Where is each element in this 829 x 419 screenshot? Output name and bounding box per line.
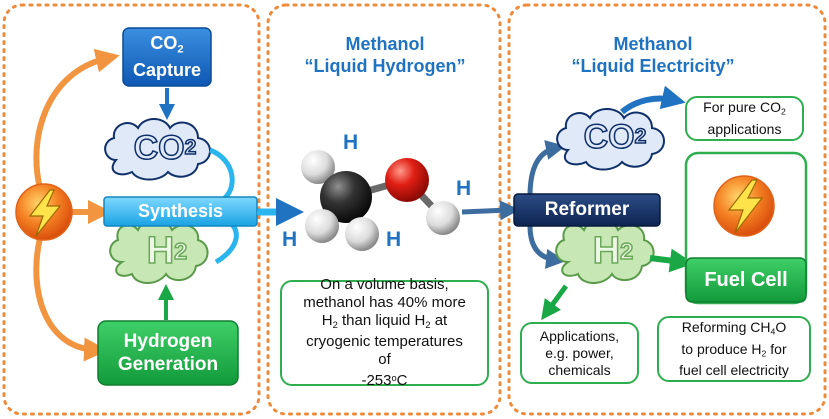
right-title-line2: “Liquid Electricity” xyxy=(571,56,735,76)
note-line3: H2 than liquid H2 at xyxy=(321,311,448,330)
liquid-hydrogen-note: On a volume basis, methanol has 40% more… xyxy=(280,276,489,389)
note-line4: cryogenic temperatures xyxy=(306,333,463,351)
orange-arrow-down xyxy=(33,237,108,362)
pure-co2-line1: For pure CO2 xyxy=(703,99,786,117)
co2-capture-box xyxy=(122,27,212,87)
synthesis-bar xyxy=(103,196,258,227)
fuel-cell-lightning-icon xyxy=(713,175,775,237)
middle-title-line2: “Liquid Hydrogen” xyxy=(304,56,466,76)
reforming-line3: fuel cell electricity xyxy=(679,362,789,379)
fuel-cell-label: Fuel Cell xyxy=(704,268,788,291)
h2-to-applications-arrow xyxy=(541,284,569,321)
applications-note: Applications, e.g. power, chemicals xyxy=(520,322,639,384)
reforming-line2: to produce H2 for xyxy=(681,340,787,359)
orange-arrow-up xyxy=(33,48,120,189)
reformer-label: Reformer xyxy=(544,199,630,220)
note-line1: On a volume basis, xyxy=(320,275,449,293)
pure-co2-applications-note: For pure CO2 applications xyxy=(685,96,804,141)
fuel-cell-box xyxy=(685,257,807,303)
co2-cloud-right xyxy=(556,108,665,171)
reformer-box xyxy=(513,193,661,227)
co2-cloud-left xyxy=(104,118,211,181)
molecule-to-reformer-arrow xyxy=(461,200,520,221)
note-line5: of-253oC xyxy=(361,351,408,390)
atom-label-h-left: H xyxy=(282,228,298,251)
h2-cloud-right xyxy=(555,218,655,284)
atom-label-h-top: H xyxy=(343,131,359,154)
atom-label-h-bottom: H xyxy=(386,228,402,251)
co2-capture-line1: CO2 xyxy=(150,32,184,56)
hydrogen-generation-label: Hydrogen Generation xyxy=(98,321,238,385)
h2-cloud-left xyxy=(109,218,209,284)
synthesis-label: Synthesis xyxy=(137,201,224,221)
right-panel-title: Methanol “Liquid Electricity” xyxy=(548,33,758,77)
co2-to-synthesis-line xyxy=(208,147,235,203)
note-line2: methanol has 40% more xyxy=(303,293,466,311)
lightning-icon xyxy=(15,183,73,241)
h2-to-fuel-cell-arrow xyxy=(649,248,694,273)
hydrogen-generation-line1: Hydrogen xyxy=(123,331,213,352)
methanol-molecule-icon xyxy=(301,150,460,251)
co2-capture-line2: Capture xyxy=(132,60,201,81)
atom-label-h-right: H xyxy=(456,177,472,200)
right-title-line1: Methanol xyxy=(613,34,693,54)
pure-co2-line2: applications xyxy=(707,120,782,137)
reformer-to-h2-arrow xyxy=(527,225,566,269)
reforming-note: Reforming CH4O to produce H2 for fuel ce… xyxy=(657,316,811,382)
co2-capture-label: CO2 Capture xyxy=(123,28,211,86)
middle-panel-title: Methanol “Liquid Hydrogen” xyxy=(290,33,480,77)
applications-line3: chemicals xyxy=(548,361,611,378)
reformer-to-co2-arrow xyxy=(527,140,566,197)
middle-title-line1: Methanol xyxy=(345,34,425,54)
panel-right xyxy=(507,3,827,416)
hydrogen-generation-line2: Generation xyxy=(117,354,219,375)
applications-line2: e.g. power, xyxy=(545,344,614,361)
reforming-line1: Reforming CH4O xyxy=(681,318,787,337)
hydrogen-generation-box xyxy=(97,320,239,386)
applications-line1: Applications, xyxy=(539,327,620,344)
co2-to-applications-arrow xyxy=(620,85,686,115)
